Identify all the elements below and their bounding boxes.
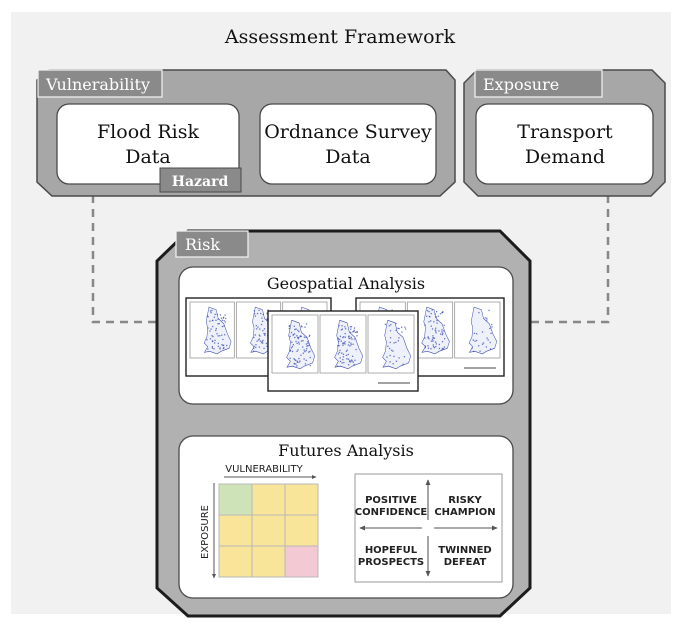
map-sheet-front-map-2 <box>367 314 415 374</box>
vulnerability-tag-label: Vulnerability <box>45 75 150 94</box>
transport-demand-line2: Demand <box>525 146 605 168</box>
matrix-cell-1-0 <box>218 514 253 547</box>
futures-analysis-title: Futures Analysis <box>278 441 414 460</box>
flood-risk-data-box <box>56 103 240 185</box>
transport-demand-line1: Transport <box>517 121 613 143</box>
matrix-cell-0-1 <box>251 483 286 516</box>
map-sheet-left-map-0 <box>189 301 235 359</box>
risk-panel: Risk Geospatial Analysis Futures Analysi… <box>155 229 532 618</box>
exposure-tag-label: Exposure <box>483 75 559 94</box>
matrix-cell-1-2 <box>284 514 319 547</box>
map-sheet-front-map-0 <box>271 314 319 374</box>
matrix-y-label: EXPOSURE <box>200 505 211 559</box>
quadrant-bottom-left-line2: PROSPECTS <box>358 557 424 568</box>
flood-risk-line1: Flood Risk <box>97 121 199 143</box>
quadrant-top-left-line2: CONFIDENCE <box>355 507 428 518</box>
matrix-cell-2-2 <box>284 545 319 578</box>
vulnerability-panel: Vulnerability Flood Risk Data Hazard Ord… <box>36 69 456 197</box>
matrix-cell-0-2 <box>284 483 319 516</box>
risk-matrix <box>218 483 319 578</box>
quadrant-bottom-left-line1: HOPEFUL <box>365 545 418 556</box>
exposure-panel: Exposure Transport Demand <box>463 69 666 197</box>
ordnance-survey-line1: Ordnance Survey <box>264 121 432 143</box>
matrix-cell-2-0 <box>218 545 253 578</box>
hazard-tag <box>159 167 242 193</box>
matrix-cell-1-1 <box>251 514 286 547</box>
geospatial-analysis-title: Geospatial Analysis <box>267 274 425 293</box>
quadrant-top-left-line1: POSITIVE <box>365 495 417 506</box>
connector-vulnerability-risk <box>91 195 178 324</box>
diagram-title: Assessment Framework <box>224 26 456 48</box>
matrix-x-label: VULNERABILITY <box>225 464 303 475</box>
futures-quadrant-chart: POSITIVE CONFIDENCE RISKY CHAMPION HOPEF… <box>354 473 503 583</box>
connector-exposure-risk <box>520 195 610 324</box>
ordnance-survey-line2: Data <box>325 146 371 168</box>
risk-tag <box>175 230 249 258</box>
exposure-tag <box>474 69 603 98</box>
quadrant-top-right-line1: RISKY <box>448 495 482 506</box>
matrix-cell-0-0 <box>218 483 253 516</box>
map-thumbnails <box>185 297 505 392</box>
risk-tag-label: Risk <box>185 235 220 254</box>
quadrant-bottom-right-line2: DEFEAT <box>444 557 487 568</box>
quadrant-bottom-right-line1: TWINNED <box>438 545 491 556</box>
hazard-tag-label: Hazard <box>172 174 229 190</box>
map-sheet-front-map-1 <box>319 314 367 374</box>
quadrant-top-right-line2: CHAMPION <box>434 507 495 518</box>
map-sheet-right-map-2 <box>454 301 501 359</box>
ordnance-survey-data-box <box>259 103 437 185</box>
flood-risk-line2: Data <box>125 146 171 168</box>
vulnerability-tag <box>37 69 163 98</box>
transport-demand-box <box>475 103 654 185</box>
matrix-cell-2-1 <box>251 545 286 578</box>
